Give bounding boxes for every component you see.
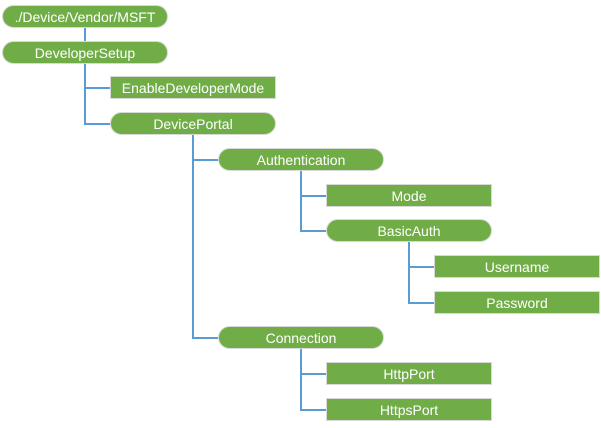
connector-basic-auth-username [408, 266, 434, 268]
tree-node-label: Password [486, 294, 548, 311]
connector-developer-setup-device-portal [84, 123, 110, 125]
tree-node-msft-root: ./Device/Vendor/MSFT [2, 5, 168, 28]
tree-node-label: Connection [265, 329, 337, 346]
connector-trunk-device-portal [192, 135, 194, 339]
tree-node-label: HttpsPort [379, 401, 439, 418]
tree-node-label: HttpPort [383, 365, 435, 382]
connector-trunk-connection [300, 349, 302, 411]
tree-node-label: DevicePortal [153, 115, 233, 132]
tree-node-label: Mode [391, 187, 427, 204]
tree-node-connection: Connection [218, 326, 384, 349]
tree-node-basic-auth: BasicAuth [326, 219, 492, 242]
tree-node-mode: Mode [326, 184, 492, 207]
tree-node-username: Username [434, 255, 600, 278]
tree-node-password: Password [434, 291, 600, 314]
tree-node-http-port: HttpPort [326, 362, 492, 385]
tree-node-label: ./Device/Vendor/MSFT [14, 8, 156, 25]
connector-authentication-mode [300, 195, 326, 197]
connector-connection-https-port [300, 409, 326, 411]
connector-connection-http-port [300, 373, 326, 375]
tree-node-label: EnableDeveloperMode [121, 79, 265, 96]
tree-node-enable-developer-mode: EnableDeveloperMode [110, 76, 276, 99]
connector-device-portal-connection [192, 337, 218, 339]
connector-trunk-authentication [300, 171, 302, 232]
connector-trunk-basic-auth [408, 242, 410, 304]
connector-msft-root-developer-setup [84, 28, 86, 41]
connector-basic-auth-password [408, 302, 434, 304]
tree-node-developer-setup: DeveloperSetup [2, 41, 168, 64]
connector-authentication-basic-auth [300, 230, 326, 232]
connector-developer-setup-enable-developer-mode [84, 87, 110, 89]
tree-node-label: BasicAuth [377, 222, 441, 239]
tree-node-authentication: Authentication [218, 148, 384, 171]
tree-node-https-port: HttpsPort [326, 398, 492, 421]
tree-node-label: Username [484, 258, 550, 275]
tree-node-label: DeveloperSetup [34, 44, 136, 61]
connector-trunk-developer-setup [84, 64, 86, 125]
connector-device-portal-authentication [192, 159, 218, 161]
tree-node-label: Authentication [256, 151, 346, 168]
tree-node-device-portal: DevicePortal [110, 112, 276, 135]
